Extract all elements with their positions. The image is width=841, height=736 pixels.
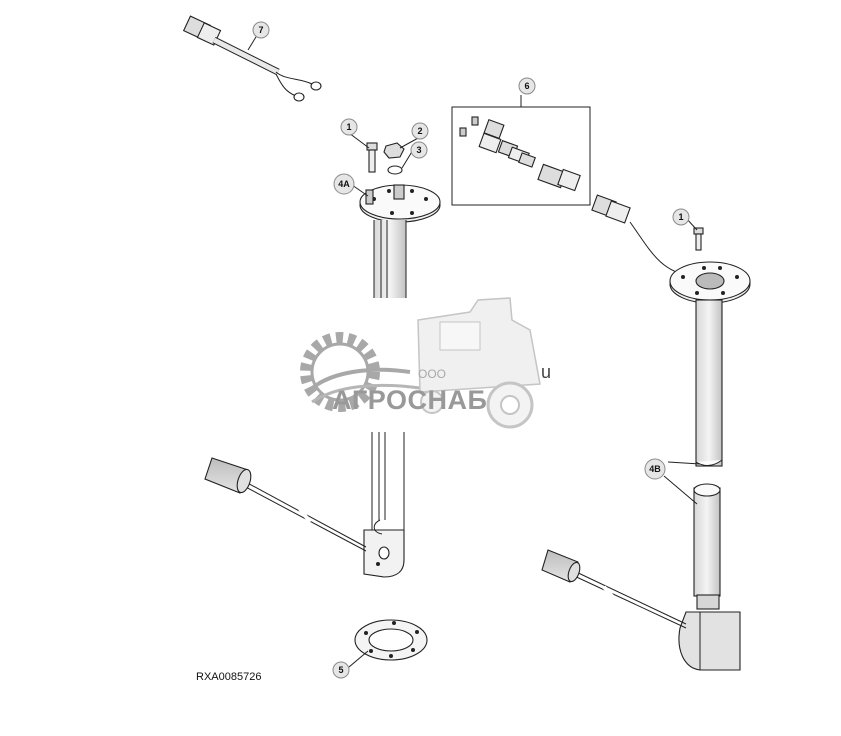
callout-4a-label: 4A	[338, 179, 350, 189]
stray-char: u	[541, 362, 551, 382]
watermark-name: АГРОСНАБ	[332, 385, 487, 415]
callout-2: 2	[411, 122, 429, 140]
callout-4b-label: 4B	[649, 464, 661, 474]
callout-2-label: 2	[417, 126, 422, 136]
gasket-5	[354, 619, 428, 661]
callout-3-label: 3	[416, 145, 421, 155]
figure-id: RXA0085726	[196, 671, 261, 683]
callout-6-label: 6	[524, 81, 529, 91]
sender-unit-4a	[204, 142, 441, 578]
callout-1b: 1	[672, 208, 690, 226]
callout-5: 5	[332, 661, 350, 679]
callout-7: 7	[252, 21, 270, 39]
callout-1: 1	[340, 118, 358, 136]
callout-3: 3	[410, 141, 428, 159]
harness-7	[182, 15, 322, 102]
callout-5-label: 5	[338, 665, 343, 675]
connector-kit-6	[451, 95, 591, 206]
callout-4a: 4A	[333, 173, 355, 195]
watermark-prefix: ООО	[418, 367, 446, 381]
callout-4b: 4B	[644, 458, 666, 480]
callout-6: 6	[518, 77, 536, 95]
callout-1b-label: 1	[678, 212, 683, 222]
sender-unit-4b	[541, 194, 751, 671]
gear-icon	[300, 332, 421, 412]
callout-7-label: 7	[258, 25, 263, 35]
harvester-icon	[417, 297, 541, 429]
callout-1-label: 1	[346, 122, 351, 132]
watermark: ООО АГРОСНАБ	[300, 297, 541, 429]
